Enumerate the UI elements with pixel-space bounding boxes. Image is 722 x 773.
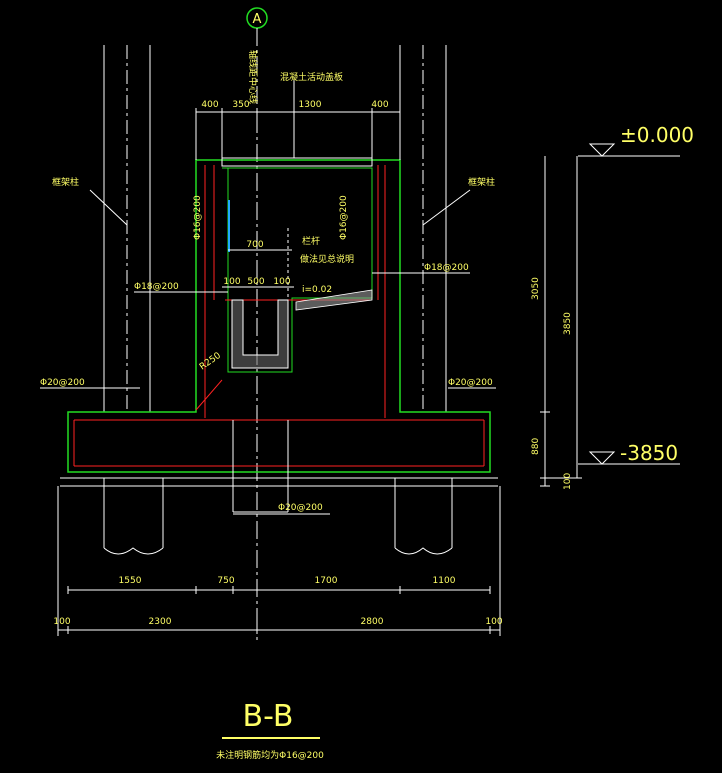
trench-liner <box>231 299 289 369</box>
rebar-right-base: Φ20@200 <box>448 378 493 388</box>
top-dim-3: 1300 <box>299 100 322 110</box>
dim-880: 880 <box>531 438 541 455</box>
bottom-dim-1550: 1550 <box>119 576 142 586</box>
level-top: ±0.000 <box>578 123 694 157</box>
radius-label: R250 <box>198 351 223 373</box>
bottom-dim-750: 750 <box>217 576 234 586</box>
bottom-dim-100-right: 100 <box>485 617 502 627</box>
top-dim-2: 350 <box>232 100 249 110</box>
cover-label: 混凝土活动盖板 <box>280 71 343 83</box>
slope-fill <box>295 289 373 311</box>
dim-100: 100 <box>563 473 573 490</box>
level-bottom-text: -3850 <box>620 441 678 465</box>
concrete-outline <box>67 159 491 473</box>
trench-dim-3: 100 <box>273 277 290 287</box>
top-dim-1: 400 <box>201 100 218 110</box>
dim-3050: 3050 <box>531 277 541 300</box>
bottom-dim-1100: 1100 <box>433 576 456 586</box>
trench-dim-2: 500 <box>247 277 264 287</box>
railing-note: 做法见总说明 <box>300 253 354 265</box>
dim-3850: 3850 <box>563 312 573 335</box>
bottom-dim-2800: 2800 <box>361 617 384 627</box>
footnote: 未注明钢筋均为Φ16@200 <box>216 749 324 761</box>
section-title: B-B <box>243 699 294 734</box>
railing-label: 栏杆 <box>302 235 320 247</box>
rebar-left-wall: Φ16@200 <box>193 195 203 240</box>
right-column-label: 框架柱 <box>468 176 495 188</box>
cover-slab <box>221 157 373 167</box>
left-frame-column <box>103 45 151 412</box>
bottom-dim-1700: 1700 <box>315 576 338 586</box>
right-dimension-lines <box>540 156 582 487</box>
slope-label: i=0.02 <box>302 285 332 295</box>
rebar-left-base: Φ20@200 <box>40 378 85 388</box>
axis-note: 轴线距中心线 <box>247 50 259 104</box>
rebar-left-mid: Φ18@200 <box>134 282 179 292</box>
bottom-dim-2300: 2300 <box>149 617 172 627</box>
right-column-leader <box>422 189 471 226</box>
inner-dim-700: 700 <box>246 240 263 250</box>
level-bottom: -3850 <box>578 441 680 465</box>
bottom-dimension-row-2 <box>57 486 501 636</box>
rebar-right-wall: Φ16@200 <box>339 195 349 240</box>
axis-marker-label: A <box>253 12 262 27</box>
bottom-dim-100-left: 100 <box>53 617 70 627</box>
bottom-dimension-row-1 <box>67 586 491 594</box>
right-frame-column <box>399 45 447 412</box>
left-column-label: 框架柱 <box>52 176 79 188</box>
top-dimension-line <box>195 80 401 160</box>
top-dim-4: 400 <box>371 100 388 110</box>
level-top-text: ±0.000 <box>620 123 694 147</box>
rebar-right-mid: Φ18@200 <box>424 263 469 273</box>
trench-cavity <box>222 167 373 373</box>
rebar-bottom: Φ20@200 <box>278 503 323 513</box>
left-column-leader <box>89 189 128 226</box>
trench-dim-1: 100 <box>223 277 240 287</box>
piles <box>103 420 453 555</box>
